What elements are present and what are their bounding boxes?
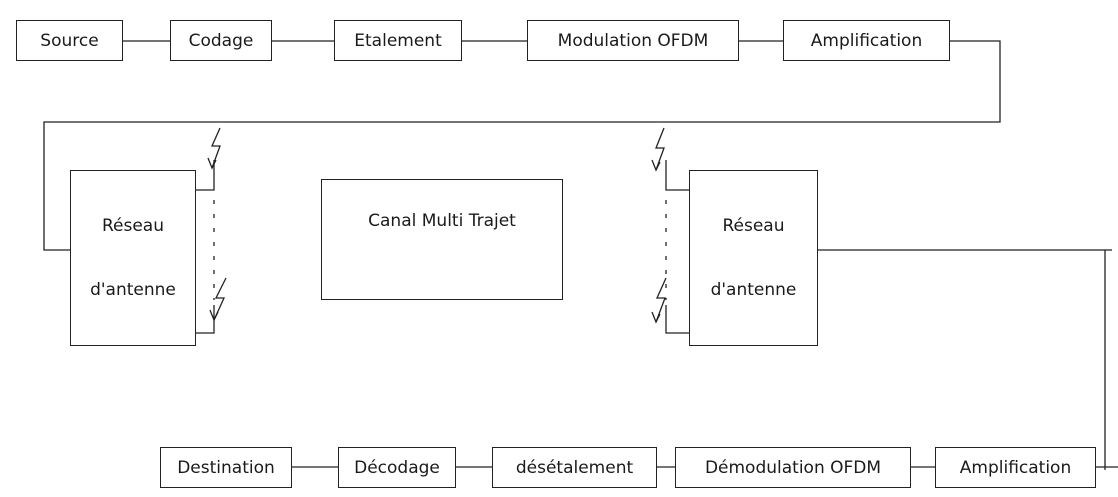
- source-block: Source: [16, 20, 123, 61]
- tx-antenna-label-2: d'antenne: [90, 280, 176, 301]
- antenna-icon: [209, 277, 227, 322]
- antenna-icon: [651, 277, 667, 324]
- tx-antenna-array-block: Réseau d'antenne: [70, 170, 196, 346]
- codage-block: Codage: [170, 20, 272, 61]
- modulation-ofdm-block: Modulation OFDM: [527, 20, 739, 61]
- antenna-icon: [207, 127, 221, 170]
- rx-antenna-label-2: d'antenne: [710, 280, 797, 301]
- amplification-block: Amplification: [783, 20, 950, 61]
- channel-block: Canal Multi Trajet: [321, 179, 563, 300]
- decodage-block: Décodage: [338, 447, 456, 488]
- destination-block: Destination: [160, 447, 292, 488]
- etalement-block: Etalement: [334, 20, 462, 61]
- rx-amplification-block: Amplification: [935, 447, 1096, 488]
- desetalement-block: désétalement: [492, 447, 657, 488]
- demodulation-ofdm-block: Démodulation OFDM: [675, 447, 911, 488]
- tx-antenna-label-1: Réseau: [101, 215, 164, 236]
- rx-antenna-label-1: Réseau: [722, 215, 785, 236]
- antenna-icon: [651, 127, 665, 172]
- rx-antenna-array-block: Réseau d'antenne: [689, 170, 818, 346]
